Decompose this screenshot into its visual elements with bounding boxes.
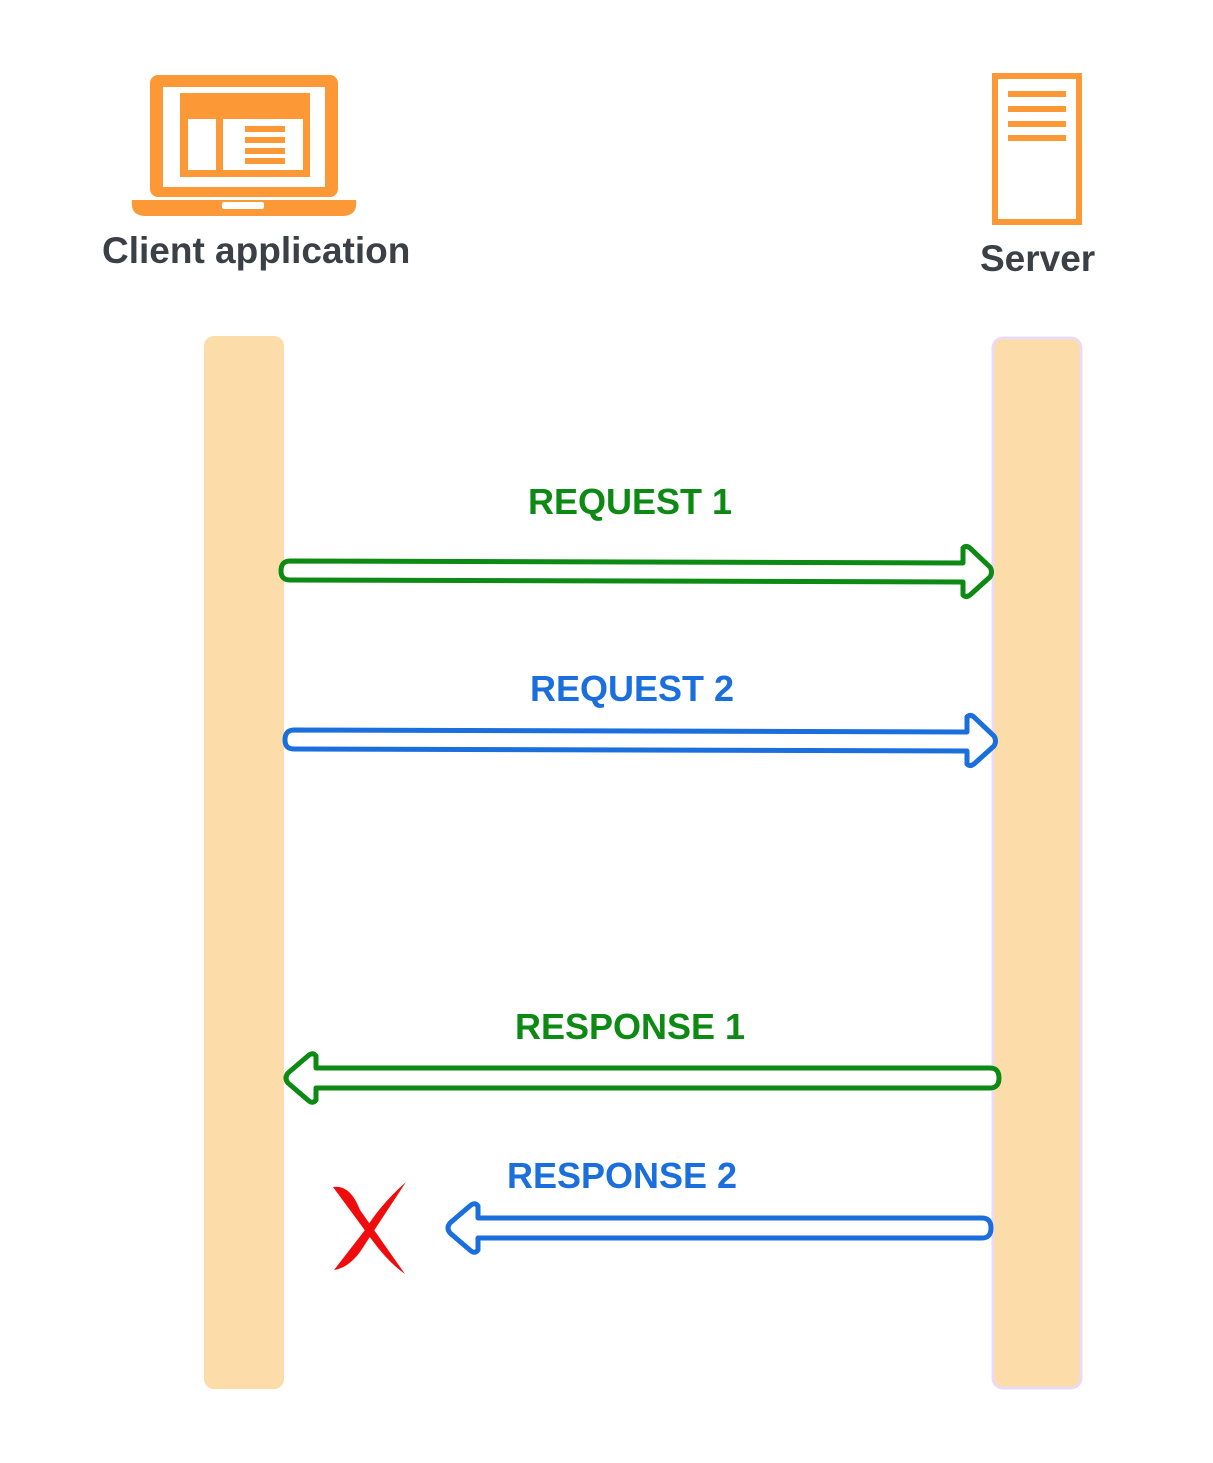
- response-2-arrow: [445, 1201, 994, 1255]
- response-2-label: RESPONSE 2: [506, 1155, 738, 1196]
- server-icon: [992, 73, 1082, 225]
- response-1-label: RESPONSE 1: [514, 1006, 746, 1047]
- request-2-arrow: [282, 713, 998, 768]
- request-1-arrow: [278, 544, 994, 599]
- client-lifeline: [204, 336, 284, 1389]
- request-1-label: REQUEST 1: [527, 481, 733, 522]
- laptop-icon: [131, 75, 357, 216]
- server-label: Server: [980, 238, 1096, 279]
- client-application-label: Client application: [102, 230, 411, 271]
- server-lifeline: [991, 336, 1083, 1390]
- request-2-label: REQUEST 2: [529, 668, 735, 709]
- x-mark-icon: [333, 1182, 406, 1274]
- response-1-arrow: [283, 1051, 1002, 1105]
